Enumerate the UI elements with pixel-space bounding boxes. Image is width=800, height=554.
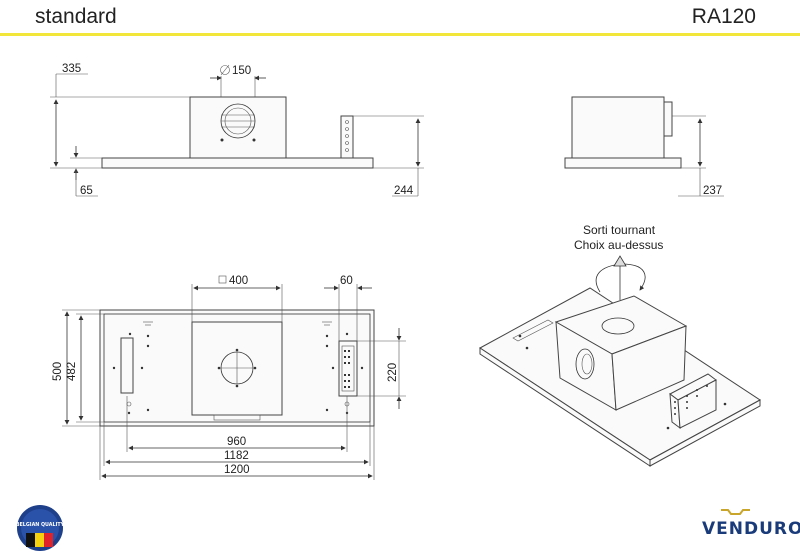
top-control-panel <box>338 340 358 397</box>
belgian-quality-badge: BELGIAN QUALITY <box>16 505 65 551</box>
dim-65: 65 <box>80 185 93 197</box>
side-base-plate <box>101 157 374 169</box>
iso-caption-line1: Sorti tournant <box>583 223 656 237</box>
iso-caption-line2: Choix au-dessus <box>574 238 663 252</box>
header-rule <box>0 33 800 36</box>
side-motor-box <box>189 96 287 159</box>
dim-482: 482 <box>66 362 78 381</box>
document-title: standard <box>35 5 117 28</box>
dim-square-400: 400 <box>229 275 248 287</box>
dim-60: 60 <box>340 275 353 287</box>
badge-text: BELGIAN QUALITY <box>16 522 65 528</box>
dim-1182: 1182 <box>224 450 249 462</box>
end-view: 237 <box>564 96 724 197</box>
end-base-plate <box>564 157 682 169</box>
dim-237: 237 <box>703 185 722 197</box>
dim-244: 244 <box>394 185 414 197</box>
iso-duct-outlet <box>575 348 595 380</box>
venduro-logo: VENDURO <box>702 509 800 539</box>
iso-box-side <box>611 325 687 411</box>
end-motor-box <box>571 96 665 159</box>
model-number: RA120 <box>691 5 756 28</box>
top-inner-frame <box>103 313 371 423</box>
end-control-panel <box>663 101 673 137</box>
dim-960: 960 <box>227 436 246 448</box>
dim-335: 335 <box>62 63 81 75</box>
dim-500: 500 <box>52 362 64 381</box>
top-view: 400 60 500 482 220 960 1182 <box>52 275 406 480</box>
left-slot <box>120 337 134 394</box>
dim-1200: 1200 <box>224 464 250 476</box>
side-view: 335 65 150 244 <box>50 63 424 197</box>
brand-name: VENDURO <box>702 519 800 539</box>
dim-diameter-150: 150 <box>232 65 251 77</box>
isometric-view: Sorti tournant Choix au-dessus <box>479 223 761 467</box>
dim-220: 220 <box>387 363 399 382</box>
side-control-panel <box>340 115 354 159</box>
